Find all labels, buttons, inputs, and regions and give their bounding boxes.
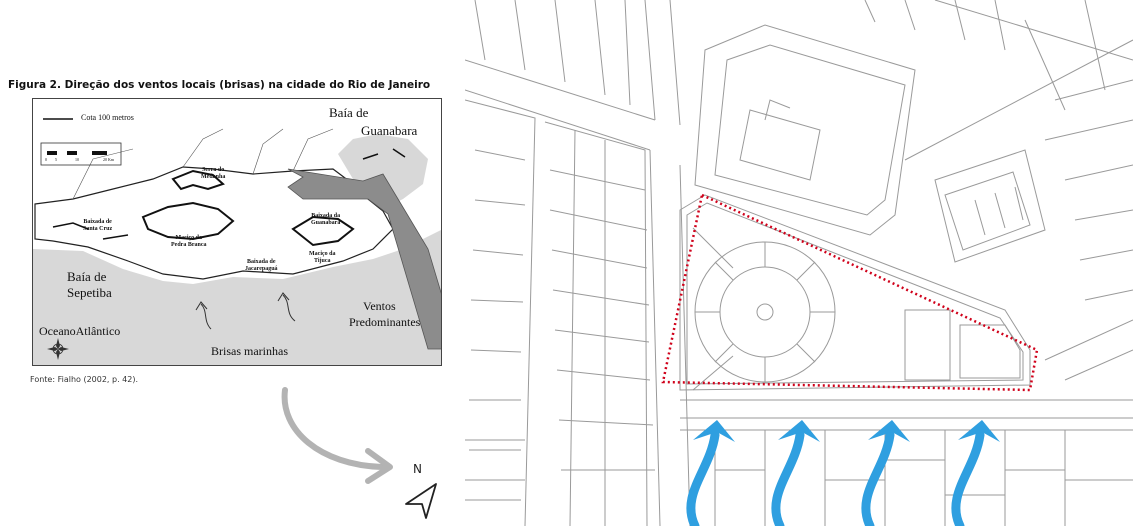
north-label: N [413, 462, 422, 476]
legend-label: Cota 100 metros [81, 113, 134, 122]
inset-map-drawing [33, 99, 441, 365]
label-ventos: Predominantes [349, 315, 421, 329]
scale-bar-frame [40, 142, 122, 166]
compass-rose-icon [47, 338, 69, 360]
north-arrow-icon [405, 483, 437, 519]
site-block-inner [686, 202, 1024, 385]
street-edge [904, 0, 1133, 161]
site-boundary [661, 193, 1039, 392]
prevailing-wind-arrow [287, 168, 441, 350]
street-edge [1044, 319, 1133, 381]
sea-area [33, 230, 441, 365]
massif-tijuca [291, 215, 355, 247]
label-baia-guanabara: Baía de [329, 105, 369, 120]
label-baia-sepetiba: Sepetiba [67, 285, 112, 300]
scale-tick: 10 [75, 157, 79, 162]
site-plan [465, 0, 1133, 526]
sea-breeze-arrow-1 [200, 303, 212, 330]
block-top-center [694, 24, 916, 236]
massif-pedra-branca [141, 201, 235, 241]
massif-gericino [171, 169, 225, 191]
label-brisas: Brisas marinhas [211, 344, 288, 358]
inset-wind-map: Cota 100 metros 0 5 10 20 Km Baía de Gua… [32, 98, 442, 366]
curved-arrow-icon [281, 387, 393, 484]
scale-tick: 20 Km [103, 157, 114, 162]
scale-tick: 0 [45, 157, 47, 162]
label-oceano: OceanoAtlântico [39, 324, 121, 338]
site-plan-drawing [465, 0, 1133, 526]
street-edge [644, 0, 681, 126]
site-block [679, 194, 1031, 391]
wind-arrow-heads [693, 420, 1000, 442]
sea-breeze-arrow-2 [282, 294, 296, 322]
scale-tick: 5 [55, 157, 57, 162]
label-ventos: Ventos [363, 299, 396, 313]
block-top-center-inner [714, 44, 906, 216]
street-edge [649, 149, 691, 526]
figure-source: Fonte: Fialho (2002, p. 42). [30, 375, 139, 384]
boundary-lines [72, 128, 334, 200]
street-edge [465, 59, 656, 151]
islands [52, 148, 406, 240]
label-baia-sepetiba: Baía de [67, 269, 107, 284]
wind-arrow-icon [686, 430, 985, 526]
figure-title: Figura 2. Direção dos ventos locais (bri… [8, 79, 431, 91]
label-baia-guanabara: Guanabara [361, 123, 418, 138]
street-edge [680, 399, 1133, 419]
